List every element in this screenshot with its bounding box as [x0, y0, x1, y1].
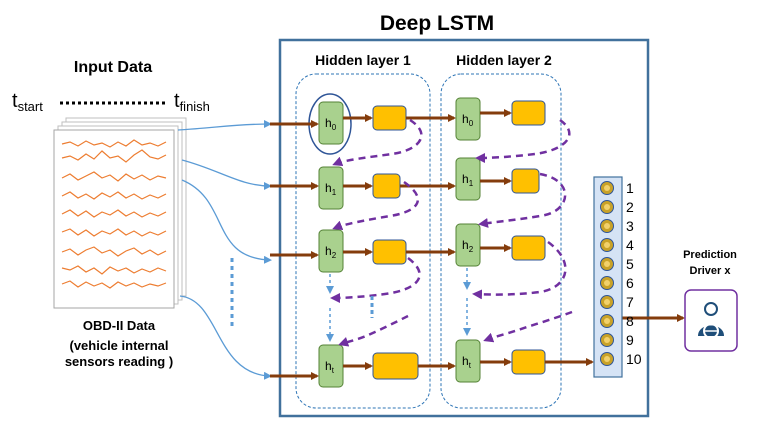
- hidden-layer-1-label: Hidden layer 1: [315, 52, 411, 68]
- sensor-sheets-stack: [53, 117, 187, 309]
- output-class-label: 3: [626, 218, 634, 234]
- obd-caption-line3: sensors reading ): [65, 354, 173, 369]
- output-node-core: [604, 204, 610, 210]
- output-node-core: [604, 261, 610, 267]
- recurrent-l2-3-t: [483, 310, 573, 343]
- hidden-layer-2-label: Hidden layer 2: [456, 52, 552, 68]
- recurrent-l2-0-1: [475, 118, 571, 163]
- prediction-label-line2: Driver x: [690, 265, 732, 277]
- output-node-core: [604, 318, 610, 324]
- input-data-heading: Input Data: [74, 59, 152, 76]
- gate-block-l1-2: [372, 239, 407, 265]
- t-finish-label: tfinish: [174, 90, 210, 114]
- gate-block-l2-t: [511, 349, 546, 375]
- gate-block-l1-1: [372, 173, 401, 199]
- hidden-cell-l2-h0: [455, 97, 481, 141]
- forward-arrows: [270, 109, 685, 380]
- hidden-cell-label: h0: [325, 116, 337, 132]
- layer-1-cells: h0 h1 h2 ht: [318, 101, 419, 388]
- hidden-cell-label: h0: [462, 112, 474, 128]
- output-class-label: 10: [626, 351, 642, 367]
- diagram-title: Deep LSTM: [380, 12, 494, 35]
- recurrent-arrows: [330, 118, 573, 347]
- hidden-cell-label: ht: [325, 359, 335, 375]
- deep-lstm-frame: [278, 38, 650, 418]
- recurrent-l1-3-t: [338, 314, 409, 347]
- prediction-box: [684, 289, 738, 352]
- input-arrow-ht: [179, 295, 272, 380]
- output-class-label: 4: [626, 237, 634, 253]
- output-class-label: 8: [626, 313, 634, 329]
- prediction-label-line1: Prediction: [683, 249, 737, 261]
- hidden-cell-label: ht: [462, 354, 472, 370]
- input-arrow-h1: [181, 159, 272, 190]
- hidden-cell-label: h2: [325, 244, 337, 260]
- input-arrow-h2: [181, 179, 272, 264]
- signal-line: [61, 139, 167, 148]
- output-class-label: 2: [626, 199, 634, 215]
- hidden-cell-label: h2: [462, 238, 474, 254]
- output-class-label: 9: [626, 332, 634, 348]
- input-arrow-h0: [177, 120, 272, 131]
- output-node-core: [604, 185, 610, 191]
- layer-2-cells: h0 h1 h2 ht: [455, 97, 546, 383]
- output-node-core: [604, 337, 610, 343]
- hidden-cell-label: h1: [462, 172, 474, 188]
- recurrent-l1-2-3: [330, 257, 421, 303]
- output-node-core: [604, 299, 610, 305]
- output-node-core: [604, 223, 610, 229]
- gate-block-l1-0: [372, 105, 407, 131]
- gate-block-l2-1: [511, 168, 540, 194]
- hidden-layer-1-box: [295, 73, 431, 409]
- vertical-dotted-flows: [326, 268, 471, 342]
- output-class-label: 1: [626, 180, 634, 196]
- recurrent-l1-1-2: [332, 180, 419, 231]
- signal-line: [61, 209, 167, 218]
- output-class-label: 5: [626, 256, 634, 272]
- signal-line: [61, 265, 167, 275]
- gate-block-l2-2: [511, 235, 546, 261]
- signal-line: [61, 228, 167, 237]
- driver-icon: [698, 302, 724, 339]
- signal-line: [61, 191, 167, 200]
- gate-block-l1-t: [372, 352, 419, 380]
- signal-line: [61, 171, 167, 182]
- output-node-core: [604, 280, 610, 286]
- output-class-label: 6: [626, 275, 634, 291]
- output-node-core: [604, 356, 610, 362]
- hidden-layer-2-box: [440, 73, 562, 409]
- hidden-cell-l1-h1: [318, 166, 344, 210]
- gate-block-l2-0: [511, 100, 546, 126]
- sensor-signal-lines: [61, 139, 167, 289]
- obd-caption-line2: (vehicle internal: [70, 338, 169, 353]
- hidden-cell-l2-h1: [455, 157, 481, 201]
- t-start-label: tstart: [12, 90, 43, 114]
- hidden-cell-l1-h0: [318, 101, 344, 145]
- hidden-cell-l2-h2: [455, 223, 481, 267]
- signal-line: [61, 246, 167, 257]
- recurrent-l2-1-2: [478, 172, 567, 228]
- recurrent-l1-0-1: [332, 118, 423, 167]
- signal-line: [61, 149, 167, 163]
- signal-line: [61, 280, 167, 289]
- hidden-cell-label: h1: [325, 181, 337, 197]
- output-class-label: 7: [626, 294, 634, 310]
- obd-caption-line1: OBD-II Data: [83, 318, 156, 333]
- input-arrows: [177, 120, 272, 380]
- output-nodes: 1 2 3 4 5 6 7 8 9 10: [600, 180, 642, 367]
- output-node-core: [604, 242, 610, 248]
